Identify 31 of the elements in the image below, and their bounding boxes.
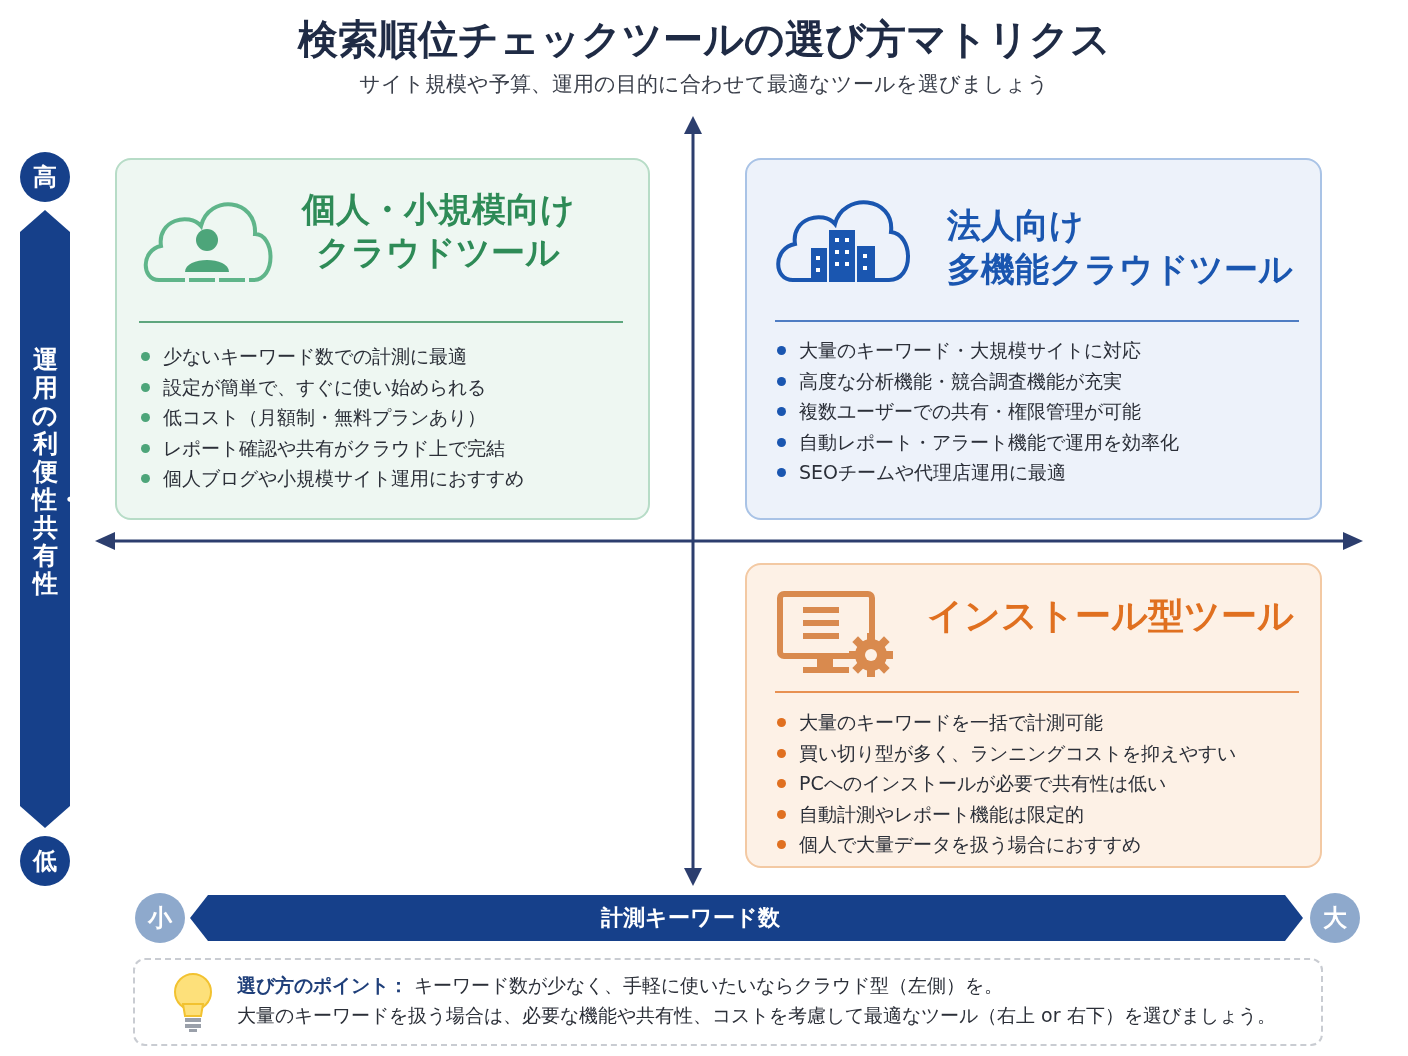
- quadrant-card: [115, 158, 650, 520]
- bullet-item: 個人ブログや小規模サイト運用におすすめ: [139, 466, 524, 490]
- tip-text: 選び方のポイント： キーワード数が少なく、手軽に使いたいならクラウド型（左側）を。: [237, 973, 1004, 998]
- bullet-item: PCへのインストールが必要で共有性は低い: [775, 771, 1166, 795]
- bullet-item: 自動レポート・アラート機能で運用を効率化: [775, 429, 1179, 454]
- card-heading: 個人・小規模向けクラウドツール: [300, 188, 576, 273]
- card-heading: インストール型ツール: [925, 594, 1295, 638]
- card-heading: 法人向け: [947, 204, 1085, 247]
- bullet-item: 大量のキーワードを一括で計測可能: [775, 710, 1103, 734]
- bullet-item: 少ないキーワード数での計測に最適: [139, 344, 467, 368]
- bullet-item: 大量のキーワード・大規模サイトに対応: [775, 338, 1141, 362]
- bullet-item: 設定が簡単で、すぐに使い始められる: [139, 374, 486, 399]
- quadrant-card: [745, 158, 1322, 520]
- bullet-item: 低コスト（月額制・無料プランあり）: [139, 405, 486, 429]
- bullet-item: レポート確認や共有がクラウド上で完結: [139, 435, 505, 460]
- bullet-item: 複数ユーザーでの共有・権限管理が可能: [775, 399, 1141, 423]
- tip-box: [133, 958, 1323, 1046]
- quadrant-card: [745, 563, 1322, 868]
- bullet-item: 買い切り型が多く、ランニングコストを抑えやすい: [775, 740, 1236, 765]
- tip-text: 大量のキーワードを扱う場合は、必要な機能や共有性、コストを考慮して最適なツール（右上 or 右下）を選びましょう。: [237, 1003, 1276, 1028]
- title: 検索順位チェックツールの選び方マトリクス: [296, 15, 1112, 64]
- bullet-item: SEOチームや代理店運用に最適: [775, 460, 1067, 484]
- bullet-item: 個人で大量データを扱う場合におすすめ: [775, 832, 1141, 856]
- subtitle: サイト規模や予算、運用の目的に合わせて最適なツールを選びましょう: [358, 71, 1050, 98]
- axis-end-badge: 小: [135, 893, 185, 943]
- bullet-item: 自動計測やレポート機能は限定的: [775, 801, 1084, 826]
- axis-end-badge: 低: [20, 836, 70, 886]
- bullet-item: 高度な分析機能・競合調査機能が充実: [775, 368, 1122, 393]
- axis-end-badge: 高: [20, 152, 70, 202]
- card-heading: 多機能クラウドツール: [947, 248, 1294, 291]
- axis-end-badge: 大: [1310, 893, 1360, 943]
